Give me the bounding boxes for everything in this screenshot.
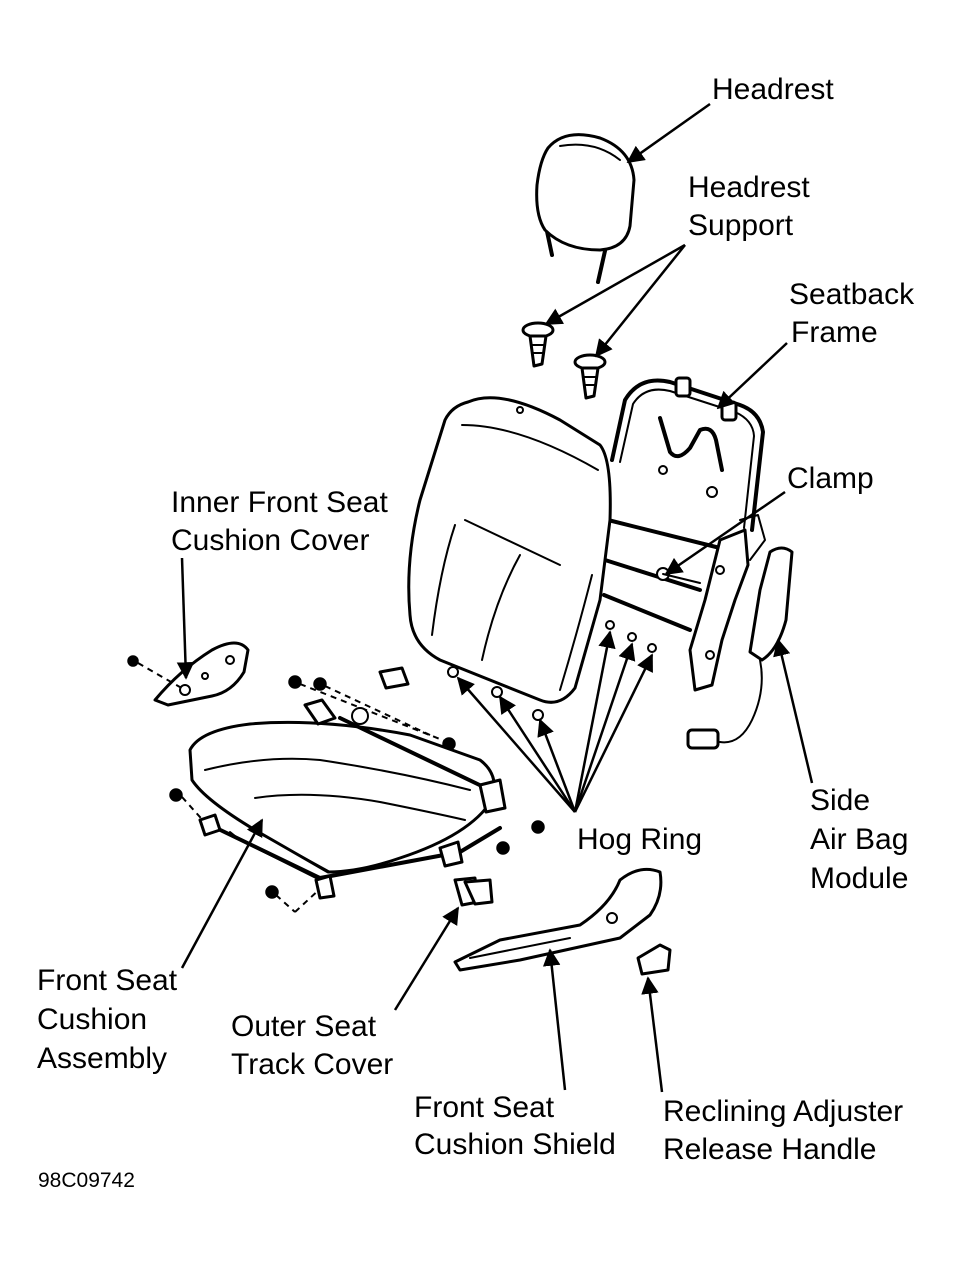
figure-code: 98C09742 bbox=[38, 1169, 135, 1192]
label-hog-ring: Hog Ring bbox=[577, 823, 702, 856]
label-recline-handle: Reclining Adjuster Release Handle bbox=[663, 1095, 911, 1166]
label-inner-cushion-cover: Inner Front Seat Cushion Cover bbox=[171, 486, 396, 557]
side-airbag-part bbox=[686, 546, 794, 750]
label-headrest-support: Headrest Support bbox=[688, 171, 818, 242]
label-clamp: Clamp bbox=[787, 462, 874, 495]
label-cushion-shield: Front Seat Cushion Shield bbox=[414, 1091, 616, 1161]
seatback-part bbox=[407, 396, 612, 704]
cushion-shield-part bbox=[453, 867, 663, 972]
headrest-support-left-part bbox=[521, 321, 555, 368]
label-side-airbag: Side Air Bag Module bbox=[810, 784, 917, 895]
headrest-part bbox=[535, 133, 636, 284]
label-outer-track-cover: Outer Seat Track Cover bbox=[231, 1010, 393, 1081]
label-headrest: Headrest bbox=[712, 73, 834, 106]
label-cushion-assembly: Front Seat Cushion Assembly bbox=[37, 964, 185, 1075]
clamp-part bbox=[656, 567, 701, 584]
headrest-support-right-part bbox=[573, 353, 607, 400]
leader-arrows bbox=[176, 102, 814, 1093]
label-seatback-frame: Seatback Frame bbox=[789, 278, 922, 349]
hog-rings-part bbox=[447, 620, 657, 721]
inner-cushion-cover-part bbox=[127, 641, 250, 707]
cushion-assembly-part bbox=[188, 698, 507, 900]
outer-track-cover-part bbox=[453, 876, 494, 907]
recline-handle-part bbox=[636, 943, 672, 976]
seatback-frame-part bbox=[602, 376, 766, 692]
